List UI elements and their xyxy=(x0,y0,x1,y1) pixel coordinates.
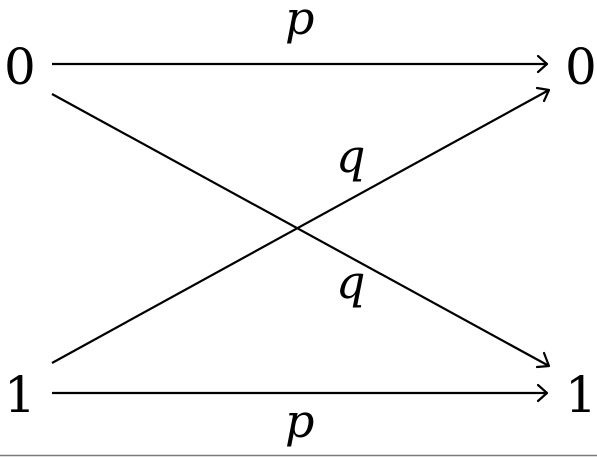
edge-label-top: p xyxy=(285,0,314,45)
edge-0-to-0 xyxy=(52,54,549,74)
input-node-1-label: 1 xyxy=(4,366,36,424)
edge-1-to-0 xyxy=(51,86,551,364)
edge-label-up: q xyxy=(336,129,365,183)
input-node-0-label: 0 xyxy=(4,38,36,96)
arrowhead-1-to-0 xyxy=(535,86,551,103)
edge-label-bottom: p xyxy=(285,394,314,448)
arrowhead-0-to-0 xyxy=(536,54,549,74)
output-node-1-label: 1 xyxy=(565,366,597,424)
arrowhead-1-to-1 xyxy=(536,383,549,403)
edge-label-down: q xyxy=(336,255,365,309)
output-node-0-label: 0 xyxy=(565,38,597,96)
edge-1-to-1 xyxy=(52,383,549,403)
arrowhead-0-to-1 xyxy=(535,351,551,369)
edge-0-to-1 xyxy=(51,93,551,369)
